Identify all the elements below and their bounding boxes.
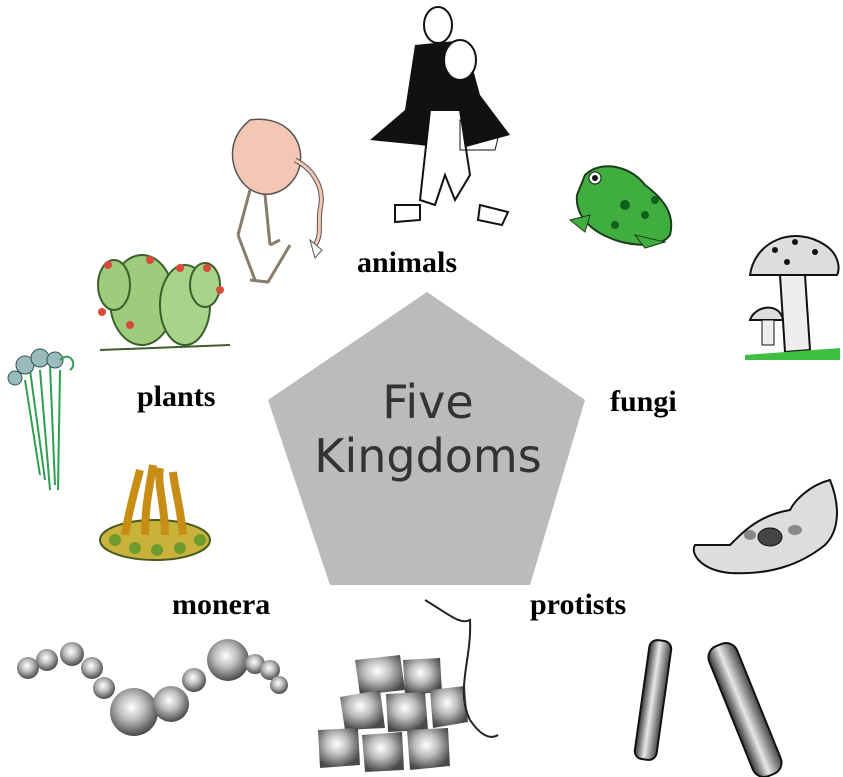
flowers-icon	[8, 349, 73, 490]
frog-icon	[570, 166, 671, 248]
mushroom-icon	[745, 236, 840, 360]
label-plants: plants	[137, 380, 215, 414]
label-animals: animals	[357, 246, 457, 280]
woman-walking-icon	[370, 7, 510, 225]
label-protists: protists	[530, 588, 626, 622]
center-title-line1: Five	[382, 375, 473, 429]
flamingo-icon	[233, 119, 323, 282]
fern-icon	[100, 465, 210, 560]
coccus-chain-icon	[17, 639, 288, 736]
rod-bacteria-icon	[634, 639, 785, 777]
cactus-icon	[98, 255, 230, 350]
cell-cluster-icon	[318, 600, 498, 772]
center-title-line2: Kingdoms	[314, 429, 541, 483]
label-monera: monera	[172, 588, 270, 622]
amoeba-icon	[694, 480, 837, 573]
label-fungi: fungi	[610, 385, 677, 419]
